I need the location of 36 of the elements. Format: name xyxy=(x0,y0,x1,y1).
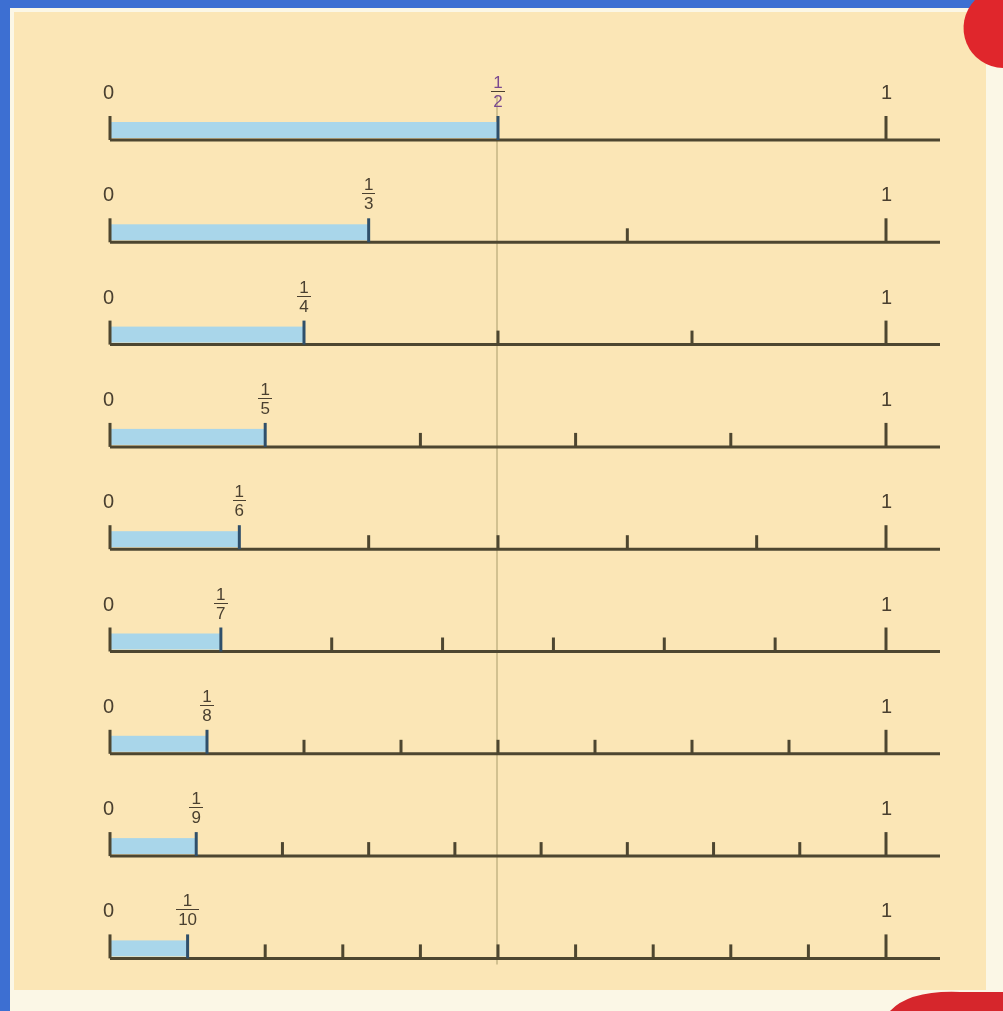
one-label: 1 xyxy=(881,695,893,716)
zero-label: 0 xyxy=(103,593,115,614)
zero-label: 0 xyxy=(103,184,115,205)
one-label: 1 xyxy=(881,798,893,819)
fraction-numerator: 1 xyxy=(492,74,504,91)
fraction-numerator: 1 xyxy=(233,483,246,501)
zero-label: 0 xyxy=(103,491,115,512)
fraction-denominator: 9 xyxy=(189,807,203,827)
fraction-numerator: 1 xyxy=(190,790,202,808)
zero-label: 0 xyxy=(103,82,115,102)
one-label: 1 xyxy=(881,491,893,512)
fraction-denominator: 7 xyxy=(214,602,228,622)
zero-label: 0 xyxy=(103,286,115,307)
fraction-denominator: 8 xyxy=(200,704,214,724)
fraction-denominator: 6 xyxy=(232,500,247,520)
one-label: 1 xyxy=(881,286,893,307)
fraction-denominator: 2 xyxy=(491,91,505,110)
one-label: 1 xyxy=(881,82,893,102)
fraction-numerator: 1 xyxy=(201,687,213,705)
zero-label: 0 xyxy=(103,798,115,819)
one-label: 1 xyxy=(881,184,893,205)
zero-label: 0 xyxy=(103,695,115,716)
one-label: 1 xyxy=(881,593,893,614)
one-label: 1 xyxy=(881,388,893,409)
fraction-numerator: 1 xyxy=(362,176,375,194)
fraction-denominator: 5 xyxy=(258,397,272,417)
zero-label: 0 xyxy=(103,900,115,921)
fraction-denominator: 4 xyxy=(297,295,311,315)
zero-label: 0 xyxy=(103,388,115,409)
fraction-numerator: 1 xyxy=(181,892,194,910)
fraction-numerator: 1 xyxy=(259,380,271,398)
fraction-denominator: 3 xyxy=(361,193,376,213)
fraction-denominator: 10 xyxy=(176,909,200,929)
fraction-numerator: 1 xyxy=(215,585,227,603)
fraction-numerator: 1 xyxy=(298,278,310,296)
one-label: 1 xyxy=(881,900,893,921)
